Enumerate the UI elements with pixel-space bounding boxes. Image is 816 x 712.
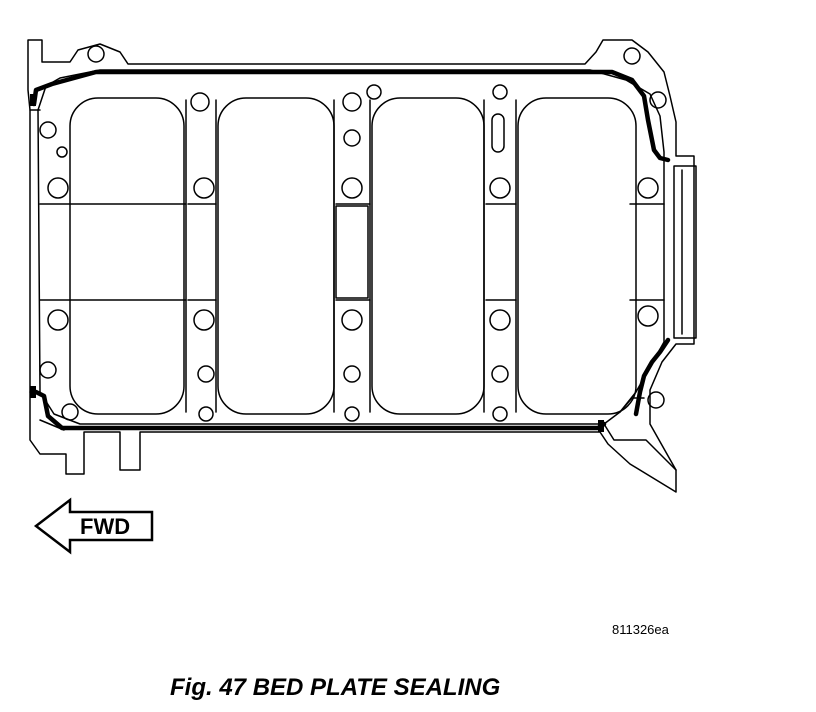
dowel-hole [56,146,68,158]
bolt-hole [47,309,69,331]
bulkhead-web-1 [185,99,217,413]
bolt-hole [344,406,360,422]
cylinder-bore-4 [517,97,637,415]
bolt-hole [39,121,57,139]
cylinder-bore-1 [69,97,185,415]
figure-caption: Fig. 47 BED PLATE SEALING [170,674,501,701]
bulkhead-web-3 [483,99,517,413]
cylinder-bore-3 [371,97,485,415]
bolt-hole [61,403,79,421]
sealant-end-cap [30,386,36,398]
bed-plate-outline [27,39,695,493]
bearing-cap-center [335,205,369,299]
bolt-hole [637,177,659,199]
bolt-hole [489,309,511,331]
sealant-end-cap [30,94,36,106]
bolt-hole [637,305,659,327]
oil-slot [491,113,505,153]
bolt-hole [87,45,105,63]
forward-arrow-icon [33,497,154,555]
bolt-hole [647,391,665,409]
bolt-hole [343,129,361,147]
bolt-hole [341,309,363,331]
bolt-hole [623,47,641,65]
bolt-hole [489,177,511,199]
bolt-hole [190,92,210,112]
front-corner-web [29,109,65,431]
cylinder-bore-2 [217,97,335,415]
bulkhead-web-2 [333,99,371,413]
bolt-hole [492,84,508,100]
sealant-bead [31,69,671,431]
bolt-hole [491,365,509,383]
bolt-hole [193,309,215,331]
bolt-hole [47,177,69,199]
figure-reference-id: 811326ea [612,622,669,637]
bolt-hole [197,365,215,383]
inner-plate-edge [37,69,665,425]
bolt-hole [342,92,362,112]
bolt-hole [341,177,363,199]
bolt-hole [649,91,667,109]
rear-corner-web [603,397,677,471]
fwd-label: FWD [80,514,130,539]
bolt-hole [193,177,215,199]
bolt-hole [39,361,57,379]
bolt-hole [343,365,361,383]
bolt-hole [366,84,382,100]
bolt-hole [492,406,508,422]
bolt-hole [198,406,214,422]
side-rail [673,165,697,339]
bearing-cap-band [39,203,665,301]
sealant-end-cap [598,420,604,432]
